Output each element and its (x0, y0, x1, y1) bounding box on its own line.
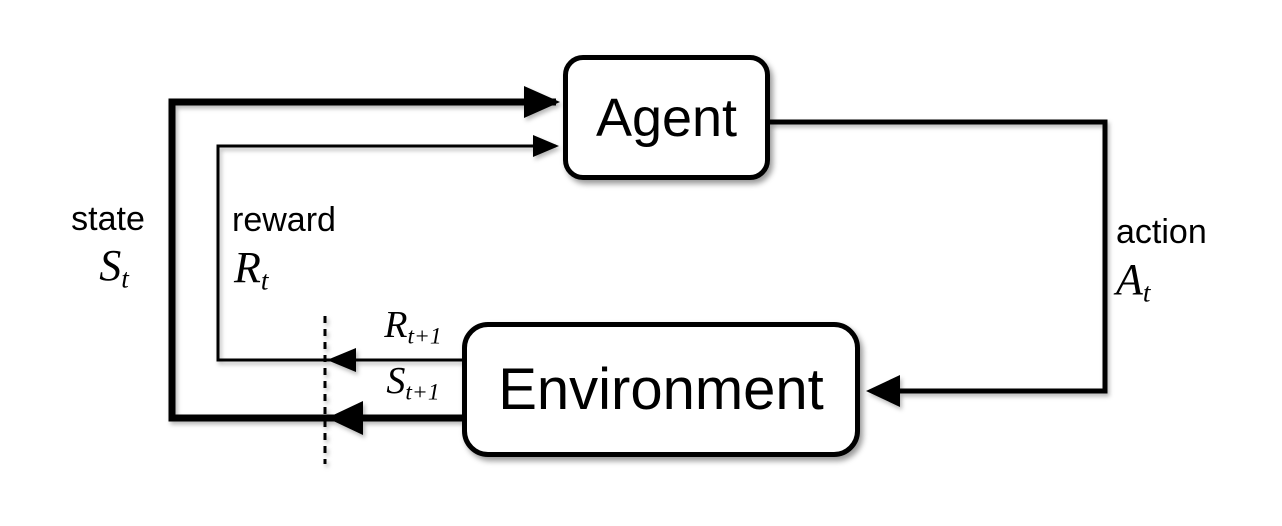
reward-symbol-subscript: t (260, 265, 269, 296)
reward-arrowhead-into-agent (533, 135, 559, 157)
state-arrowhead-into-agent (524, 86, 560, 118)
state-word-label: state (71, 200, 145, 238)
action-symbol-label: At (1116, 255, 1150, 307)
next-reward-symbol-subscript: t+1 (407, 323, 442, 350)
state-symbol-subscript: t (121, 263, 129, 294)
next-state-symbol-subscript: t+1 (405, 379, 440, 406)
reward-symbol-label: Rt (234, 243, 268, 295)
next-reward-arrowhead-at-boundary (327, 348, 356, 372)
state-loop-line (168, 98, 556, 422)
state-symbol: S (99, 241, 122, 290)
environment-box: Environment (462, 322, 860, 457)
action-symbol: A (1116, 255, 1143, 304)
environment-box-label: Environment (498, 357, 824, 422)
state-symbol-label: St (62, 241, 166, 293)
reward-word-label: reward (232, 201, 336, 239)
agent-box: Agent (563, 55, 770, 180)
action-arrowhead-into-environment (866, 375, 900, 407)
reward-symbol: R (234, 243, 261, 292)
next-state-arrowhead-at-boundary (327, 401, 363, 435)
action-symbol-subscript: t (1142, 277, 1151, 308)
agent-box-label: Agent (595, 87, 738, 148)
next-state-symbol-label: St+1 (360, 360, 466, 404)
next-reward-symbol: R (384, 304, 408, 346)
next-state-symbol: S (386, 360, 406, 402)
action-word-label: action (1116, 213, 1207, 251)
action-line (770, 119, 1108, 394)
next-reward-symbol-label: Rt+1 (360, 304, 466, 348)
